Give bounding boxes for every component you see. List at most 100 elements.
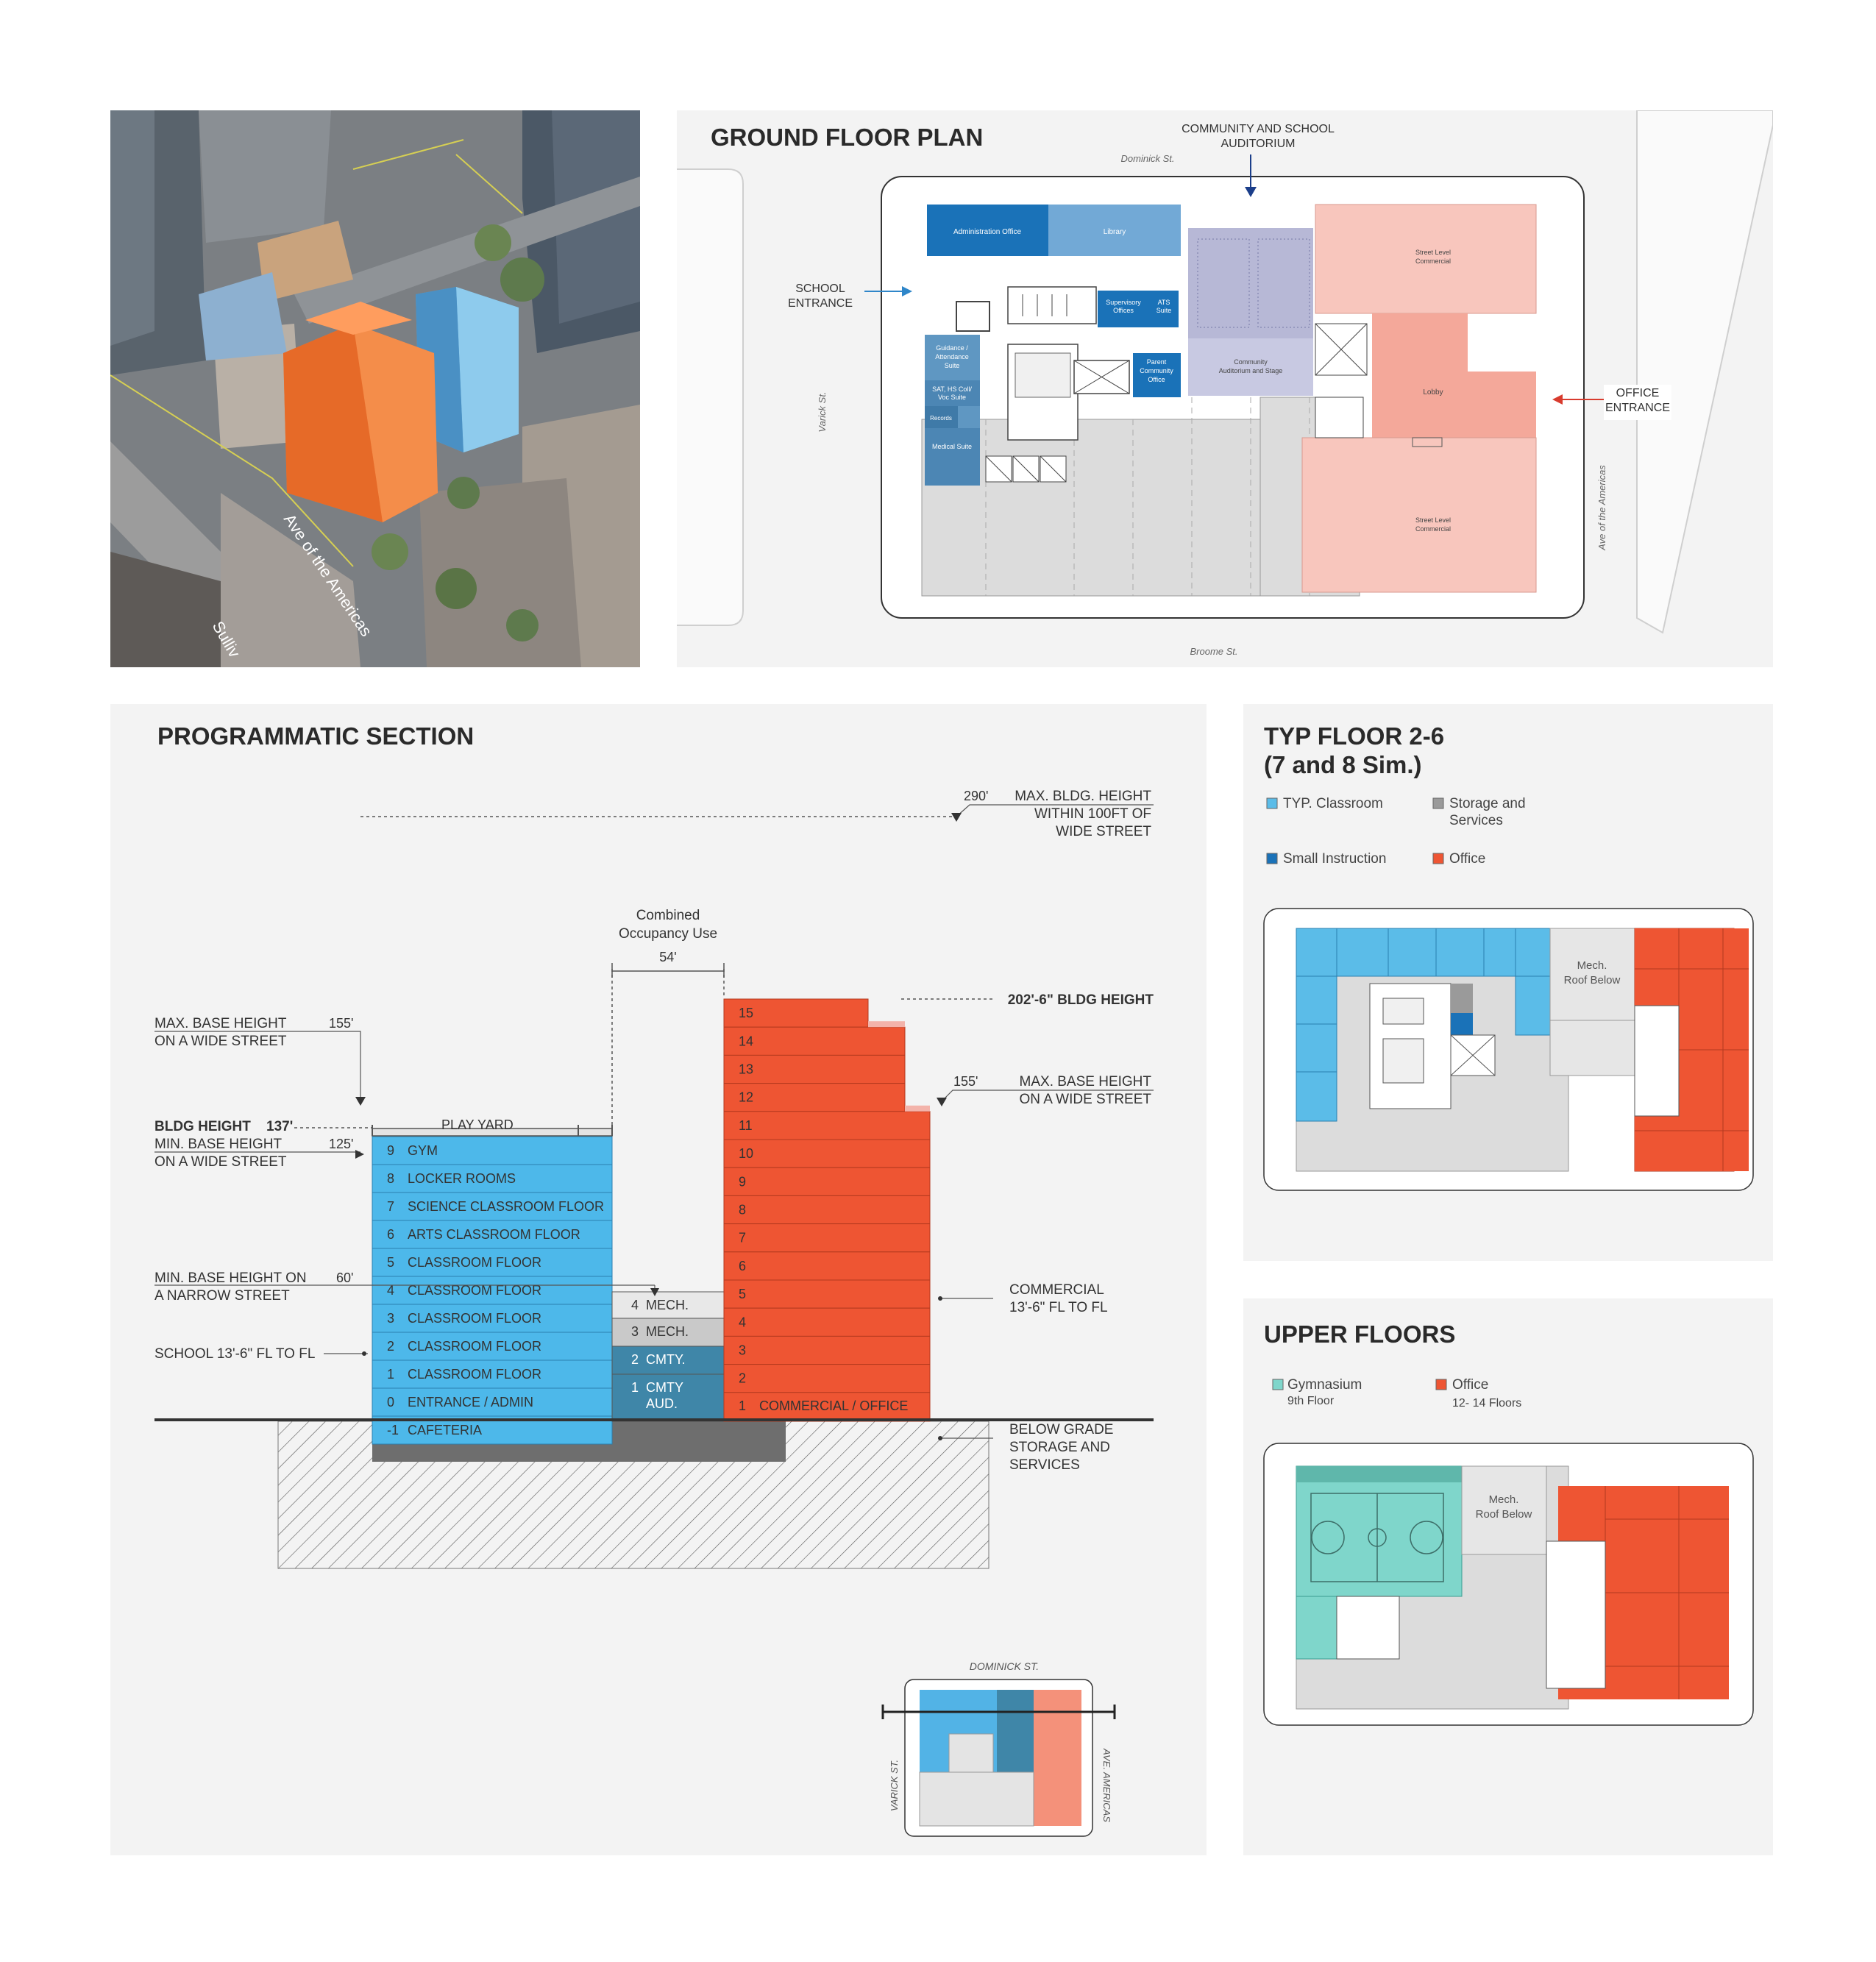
legend-office-label: Office <box>1452 1377 1488 1393</box>
max-base-left-value: 155' <box>329 1016 353 1031</box>
school-floor-number: 9 <box>387 1143 394 1158</box>
room-parent-label: Office <box>1148 376 1165 383</box>
below-grade-label: SERVICES <box>1009 1457 1080 1473</box>
office-floor-name: COMMERCIAL / OFFICE <box>759 1398 908 1413</box>
max-base-left-label: ON A WIDE STREET <box>154 1034 287 1049</box>
room-guidance-label: Attendance <box>935 353 969 360</box>
middle-floor-name: AUD. <box>646 1396 678 1411</box>
office-floor <box>723 1392 931 1422</box>
upper-floor-plan: Gymnasium 9th Floor Office 12- 14 Floors… <box>1263 1377 1754 1726</box>
office-floor-number: 7 <box>739 1231 746 1245</box>
office-floor-number: 1 <box>739 1398 746 1413</box>
commercial-label: 13'-6" FL TO FL <box>1009 1300 1108 1315</box>
room-records-label: Records <box>930 415 952 422</box>
office-floor-number: 8 <box>739 1203 746 1218</box>
office-floor <box>723 1251 931 1281</box>
school-entrance-label: ENTRANCE <box>788 297 853 310</box>
office-floor-number: 13 <box>739 1062 753 1077</box>
room-guidance-label: Suite <box>945 362 960 369</box>
street-west-label: Varick St. <box>817 391 828 432</box>
middle-floor-number: 3 <box>631 1324 639 1339</box>
room-parent-label: Community <box>1140 367 1173 374</box>
office-floor <box>723 1279 931 1309</box>
legend-classroom-label: TYP. Classroom <box>1283 796 1383 811</box>
school-floor-number: 5 <box>387 1255 394 1270</box>
school-floor <box>372 1192 613 1221</box>
school-floor-number: 0 <box>387 1395 394 1410</box>
room-auditorium-label: Community <box>1234 358 1268 366</box>
keyplan-west-label: VARICK ST. <box>889 1760 900 1811</box>
typ-mech-label: Roof Below <box>1564 974 1621 987</box>
office-floor <box>723 1139 931 1168</box>
legend-storage-label: Services <box>1449 813 1503 828</box>
room-supervisory-label: Offices <box>1113 307 1134 314</box>
gap-width-label: 54' <box>659 950 676 964</box>
school-floor-name: ARTS CLASSROOM FLOOR <box>408 1227 580 1242</box>
min-base-wide-label: MIN. BASE HEIGHT <box>154 1137 283 1152</box>
room-commercial-n-label: Street Level <box>1415 249 1451 256</box>
setback-terrace <box>905 1105 930 1112</box>
school-floor-number: 3 <box>387 1311 394 1326</box>
room-library-label: Library <box>1104 228 1126 236</box>
room-ats-label: ATS <box>1158 299 1170 306</box>
auditorium-callout: AUDITORIUM <box>1221 138 1295 150</box>
aerial-photo: Ave of the Americas Sulliv <box>110 110 640 667</box>
keyplan-north-label: DOMINICK ST. <box>970 1660 1039 1672</box>
min-base-narrow-label: A NARROW STREET <box>154 1288 290 1304</box>
room-guidance-label: Guidance / <box>936 344 968 352</box>
office-floor <box>723 1054 906 1084</box>
max-bldg-label: WIDE STREET <box>1056 824 1151 839</box>
school-floor-name: LOCKER ROOMS <box>408 1171 516 1186</box>
room-supervisory-label: Supervisory <box>1106 299 1141 306</box>
office-entrance-label: ENTRANCE <box>1605 402 1670 414</box>
max-base-left-label: MAX. BASE HEIGHT <box>154 1016 287 1031</box>
legend-small-instruction-label: Small Instruction <box>1283 851 1386 867</box>
section-title: PROGRAMMATIC SECTION <box>157 722 475 750</box>
school-floor <box>372 1276 613 1305</box>
street-north-label: Dominick St. <box>1121 153 1175 164</box>
auditorium-callout: COMMUNITY AND SCHOOL <box>1182 123 1335 135</box>
office-entrance-label: OFFICE <box>1616 387 1660 399</box>
room-medical-label: Medical Suite <box>932 443 972 450</box>
school-floor-name: CLASSROOM FLOOR <box>408 1283 541 1298</box>
setback-terrace <box>868 1021 905 1028</box>
school-floor <box>372 1359 613 1389</box>
combined-label: Occupancy Use <box>619 926 717 942</box>
office-floor-number: 11 <box>739 1118 753 1133</box>
school-floor <box>372 1332 613 1361</box>
legend-gym-label: Gymnasium <box>1287 1377 1362 1393</box>
aerial-image: Ave of the Americas Sulliv <box>110 110 640 667</box>
upper-floors-panel: UPPER FLOORS Gymnasium 9th Floor Office … <box>1243 1298 1773 1855</box>
typ-floor-panel: TYP FLOOR 2-6 (7 and 8 Sim.) TYP. Classr… <box>1243 704 1773 1261</box>
office-floor-number: 14 <box>739 1034 753 1048</box>
school-floor-name: SCIENCE CLASSROOM FLOOR <box>408 1199 604 1214</box>
play-yard-label: PLAY YARD <box>441 1117 514 1132</box>
room-ats-label: Suite <box>1156 307 1172 314</box>
section-keyplan: DOMINICK ST. VARICK ST. AVE. AMERICAS <box>881 1660 1116 1837</box>
school-floor-name: CLASSROOM FLOOR <box>408 1255 541 1270</box>
typ-floor-title: TYP FLOOR 2-6 <box>1264 722 1445 750</box>
school-floor-name: CLASSROOM FLOOR <box>408 1311 541 1326</box>
legend-storage-label: Storage and <box>1449 796 1526 811</box>
room-parent-label: Parent <box>1147 358 1167 366</box>
office-floor-number: 4 <box>739 1315 746 1329</box>
room-sat-label: SAT, HS Coll/ <box>932 385 972 393</box>
school-floor <box>372 1248 613 1277</box>
school-floor-number: 1 <box>387 1367 394 1382</box>
school-floor-number: -1 <box>387 1423 399 1437</box>
min-base-narrow-label: MIN. BASE HEIGHT ON <box>154 1270 307 1286</box>
school-floor-number: 2 <box>387 1339 394 1354</box>
middle-floor-name: CMTY. <box>646 1352 686 1367</box>
office-floor-number: 6 <box>739 1259 746 1273</box>
middle-floor-number: 4 <box>631 1298 639 1312</box>
ground-floor-panel: GROUND FLOOR PLAN <box>677 110 1773 667</box>
office-floor <box>723 1307 931 1337</box>
office-floor <box>723 1111 931 1140</box>
legend-gym-sub: 9th Floor <box>1287 1395 1335 1407</box>
max-bldg-label: MAX. BLDG. HEIGHT <box>1015 789 1151 804</box>
office-floor <box>723 1335 931 1365</box>
min-base-wide-value: 125' <box>329 1137 353 1151</box>
street-south-label: Broome St. <box>1190 646 1237 657</box>
office-floor <box>723 1083 906 1112</box>
